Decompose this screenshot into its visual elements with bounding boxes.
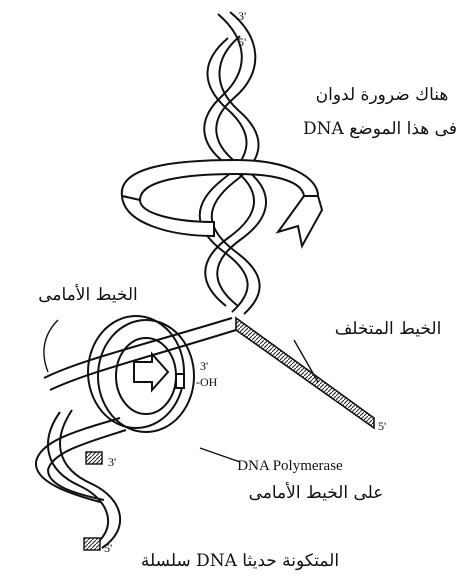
leading-strand-label: الخيط الأمامى (38, 284, 138, 305)
new-chain-a (48, 412, 108, 548)
top-3-label: 3' (238, 9, 246, 23)
polymerase-label: DNA Polymerase (237, 458, 343, 474)
oh-label: -OH (196, 375, 218, 389)
bottom-5-end (84, 538, 100, 550)
bottom-3-end (86, 452, 102, 464)
bottom-3-label: 3' (108, 455, 116, 469)
unwind-label-line1: هناك ضرورة لدوان (316, 85, 449, 105)
rotation-arrow (122, 160, 322, 246)
polymerase-sub-label: على الخيط الأمامى (249, 482, 384, 503)
lag-5-label: 5' (378, 419, 386, 433)
rotation-arrowhead-icon (278, 196, 322, 246)
bottom-5-label: 5' (104, 541, 112, 555)
rotation-arrow-band (122, 160, 318, 200)
lagging-strand-label: الخيط المتخلف (335, 319, 442, 339)
mid-3-label: 3' (200, 359, 208, 373)
unwind-label-line2: DNA فى هذا الموضع (303, 119, 457, 139)
new-chain-label: سلسلة DNA المتكونة حديثا (141, 551, 339, 571)
top-5-label: 5' (238, 35, 246, 49)
